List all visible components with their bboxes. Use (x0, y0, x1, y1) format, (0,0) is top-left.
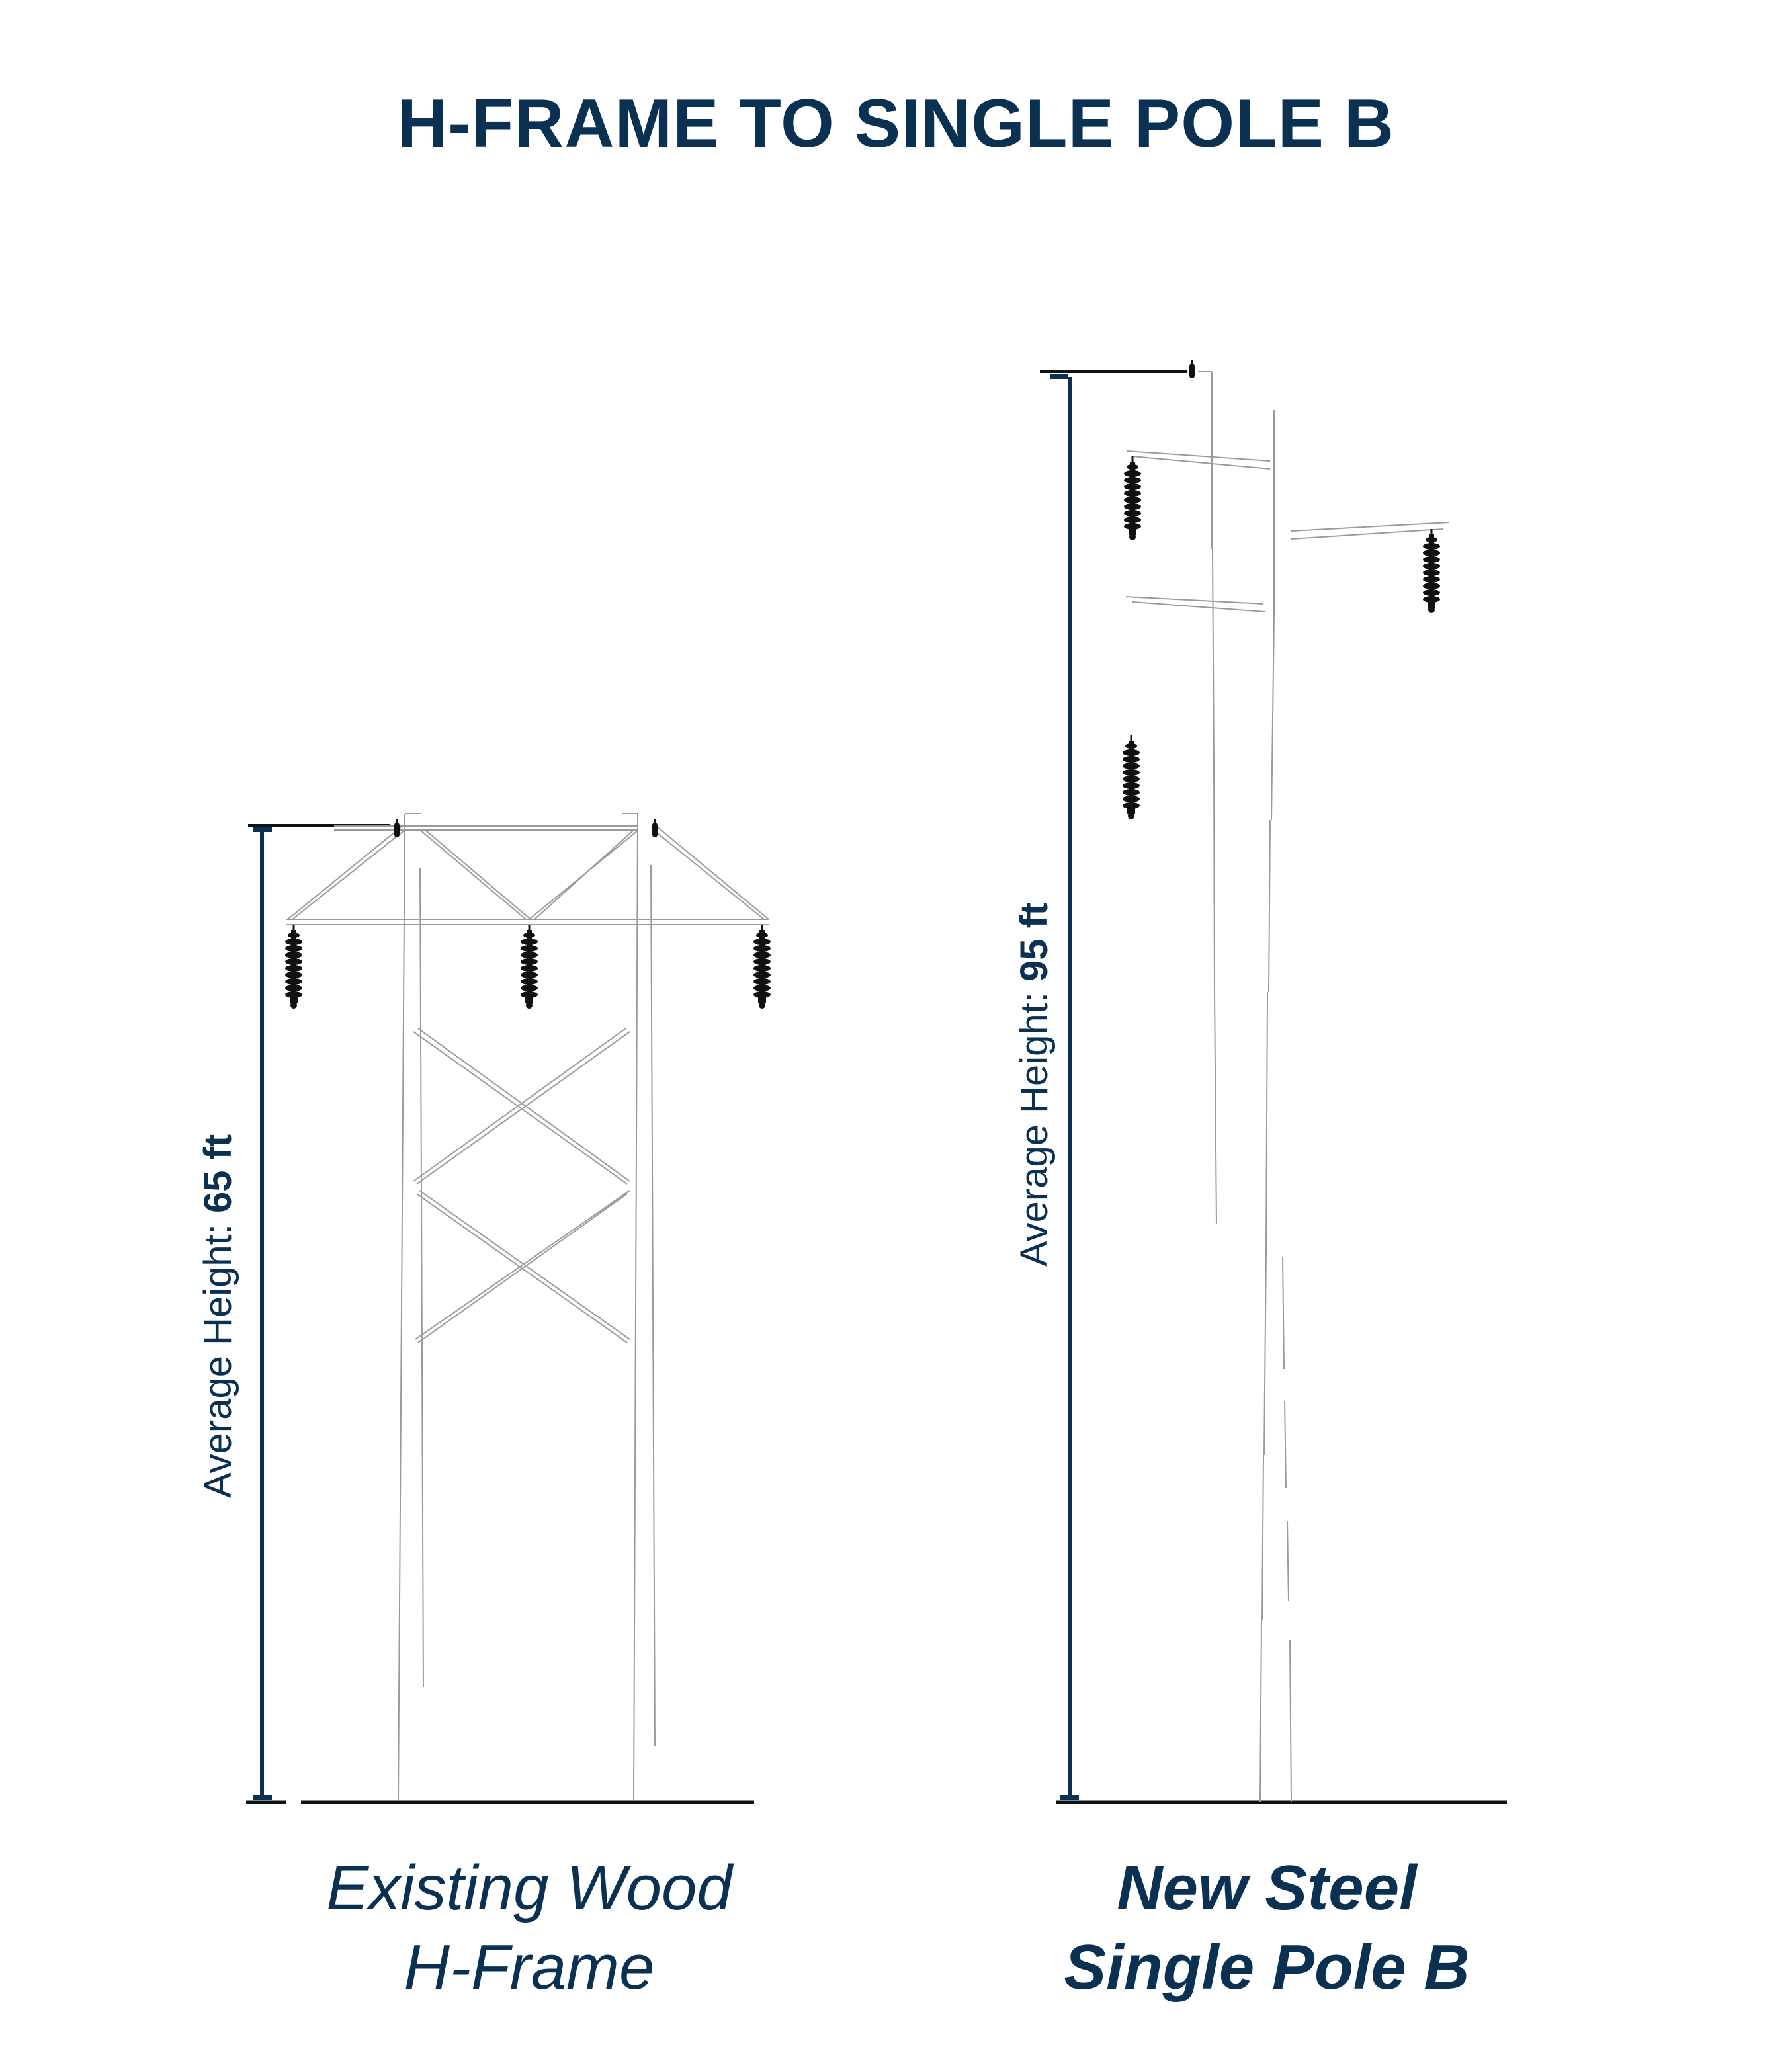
insulator-icon (752, 923, 772, 1010)
height-dimension-line-existing (246, 824, 390, 1804)
caption-line-1: Existing Wood (326, 1853, 732, 1923)
caption-new: New Steel Single Pole B (1002, 1849, 1531, 2007)
height-label-prefix: Average Height: (196, 1213, 239, 1498)
insulator-icon (519, 923, 539, 1010)
insulator-icon (1121, 734, 1141, 821)
insulator-icon (1422, 528, 1441, 614)
shield-wire-clamp-icon (652, 819, 658, 837)
shield-wire-clamp-icon (1189, 360, 1195, 378)
height-label-existing: Average Height: 65 ft (196, 1134, 240, 1498)
insulator-icon (1123, 455, 1142, 542)
height-label-new: Average Height: 95 ft (1012, 903, 1056, 1267)
shield-wire-clamp-icon (394, 819, 400, 837)
caption-line-2: Single Pole B (1064, 1932, 1470, 2003)
caption-existing: Existing Wood H-Frame (265, 1849, 794, 2007)
existing-h-frame-structure (246, 813, 772, 1804)
new-steel-single-pole-structure (1040, 360, 1507, 1804)
height-value: 95 ft (1013, 902, 1056, 982)
height-dimension-line-new (1040, 370, 1187, 1800)
height-value: 65 ft (196, 1134, 239, 1214)
caption-line-2: H-Frame (404, 1932, 655, 2003)
caption-line-1: New Steel (1117, 1853, 1417, 1923)
insulator-icon (284, 923, 304, 1010)
page-title: H-FRAME TO SINGLE POLE B (397, 85, 1394, 162)
height-label-prefix: Average Height: (1013, 982, 1056, 1267)
